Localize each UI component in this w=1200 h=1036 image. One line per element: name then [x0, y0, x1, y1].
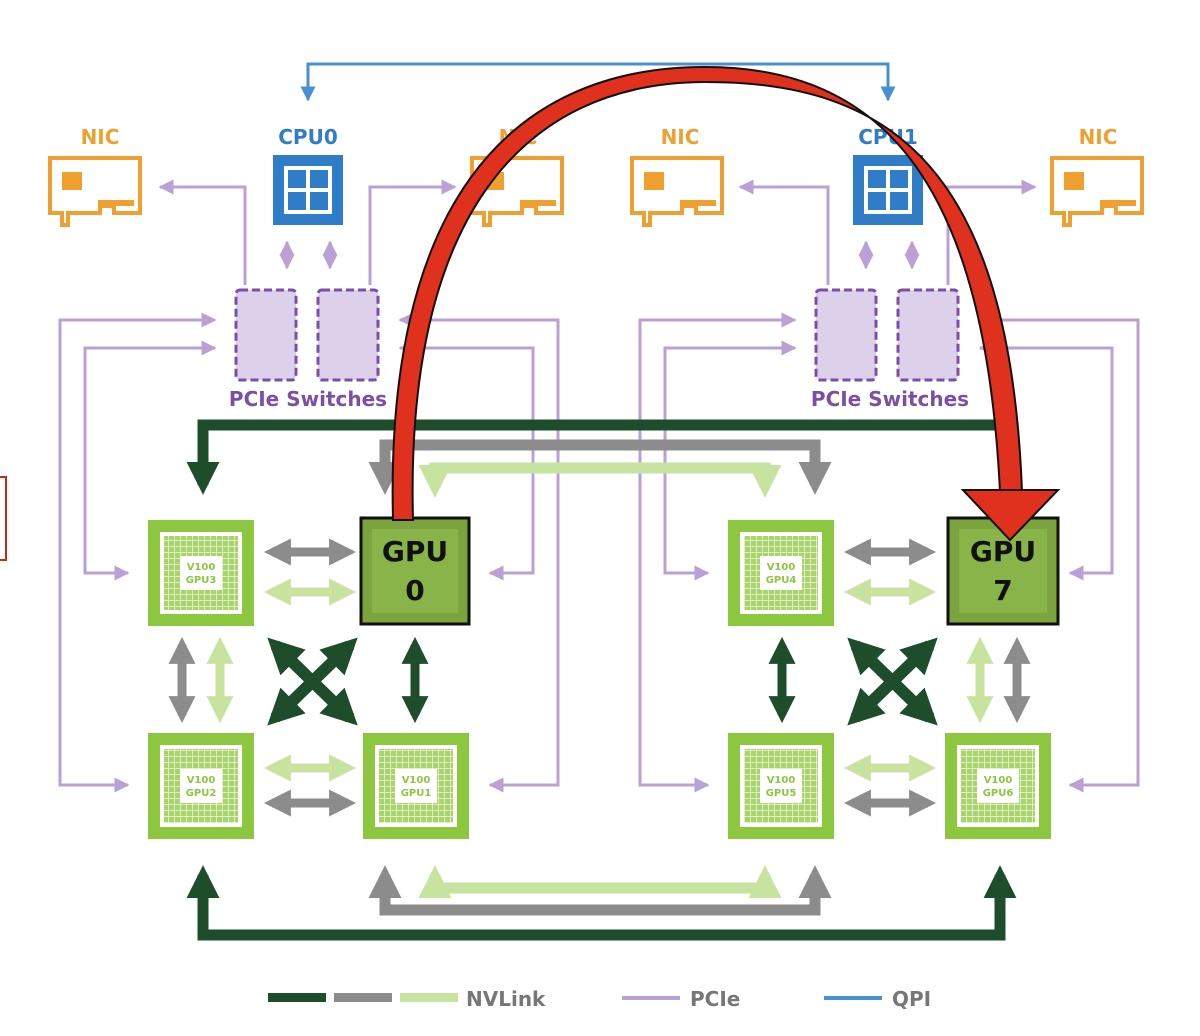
- gpu-id-label: GPU3: [186, 575, 217, 586]
- legend-qpi-label: QPI: [892, 987, 931, 1011]
- gpu-id-label: GPU6: [983, 788, 1014, 799]
- gpu0-label-bottom: 0: [405, 574, 424, 607]
- gpu-id-label: GPU1: [401, 788, 432, 799]
- nvlink-short-right: [768, 538, 1031, 817]
- nic-label: NIC: [661, 125, 700, 149]
- nic-card: [630, 156, 724, 227]
- pcie-switch: [234, 288, 380, 382]
- gpu-model-label: V100: [187, 775, 216, 786]
- red-transfer-arrow: [391, 65, 1061, 542]
- gpu7-label-top: GPU: [970, 535, 1036, 568]
- nvlink-short-left: [168, 538, 429, 817]
- pcie-switch-label: PCIe Switches: [811, 387, 969, 411]
- gpu7-label-bottom: 7: [993, 574, 1012, 607]
- gpu5-chip: V100 GPU5: [728, 733, 834, 839]
- pcie-switch: [814, 288, 960, 382]
- pcie-links-left: [58, 179, 560, 793]
- gpu6-chip: V100 GPU6: [945, 733, 1051, 839]
- legend-qpi-swatch: [824, 996, 882, 1000]
- legend: NVLink PCIe QPI: [268, 987, 931, 1011]
- qpi-link: [300, 62, 896, 102]
- legend-nvlink-light-swatch: [400, 993, 458, 1002]
- nic-label: NIC: [81, 125, 120, 149]
- gpu-model-label: V100: [187, 562, 216, 573]
- gpu-id-label: GPU5: [766, 788, 797, 799]
- gpu4-chip: V100 GPU4: [728, 520, 834, 626]
- gpu-id-label: GPU2: [186, 788, 217, 799]
- gpu-model-label: V100: [984, 775, 1013, 786]
- cpu-label: CPU0: [278, 125, 338, 149]
- nvlink-gray-bottom: [368, 865, 832, 916]
- legend-nvlink-gray-swatch: [334, 993, 392, 1002]
- nvlink-dark-bottom: [186, 865, 1017, 941]
- nvlink-light-bottom: [418, 865, 782, 899]
- gpu-model-label: V100: [402, 775, 431, 786]
- pcie-switch-label: PCIe Switches: [229, 387, 387, 411]
- nvlink-gray-top: [368, 439, 832, 495]
- nvlink-dark-top: [186, 419, 1016, 495]
- cpu-chip: [273, 155, 343, 225]
- gpu-model-label: V100: [767, 562, 796, 573]
- gpu-id-label: GPU4: [766, 575, 797, 586]
- legend-nvlink-label: NVLink: [466, 987, 546, 1011]
- gpu0-highlight-box: GPU 0: [359, 516, 471, 626]
- gpu3-chip: V100 GPU3: [148, 520, 254, 626]
- pcie-links-right: [638, 179, 1140, 793]
- nic-card: [48, 156, 142, 227]
- nic-card: [1050, 156, 1144, 227]
- gpu7-highlight-box: GPU 7: [946, 516, 1060, 626]
- cpu-chip: [853, 155, 923, 225]
- nic-label: NIC: [1079, 125, 1118, 149]
- gpu1-chip: V100 GPU1: [363, 733, 469, 839]
- gpu0-label-top: GPU: [382, 535, 448, 568]
- partial-red-box: [0, 476, 7, 561]
- gpu2-chip: V100 GPU2: [148, 733, 254, 839]
- legend-pcie-swatch: [622, 996, 680, 1000]
- legend-pcie-label: PCIe: [690, 987, 740, 1011]
- nvlink-light-top: [418, 462, 782, 498]
- gpu-model-label: V100: [767, 775, 796, 786]
- legend-nvlink-dark-swatch: [268, 993, 326, 1002]
